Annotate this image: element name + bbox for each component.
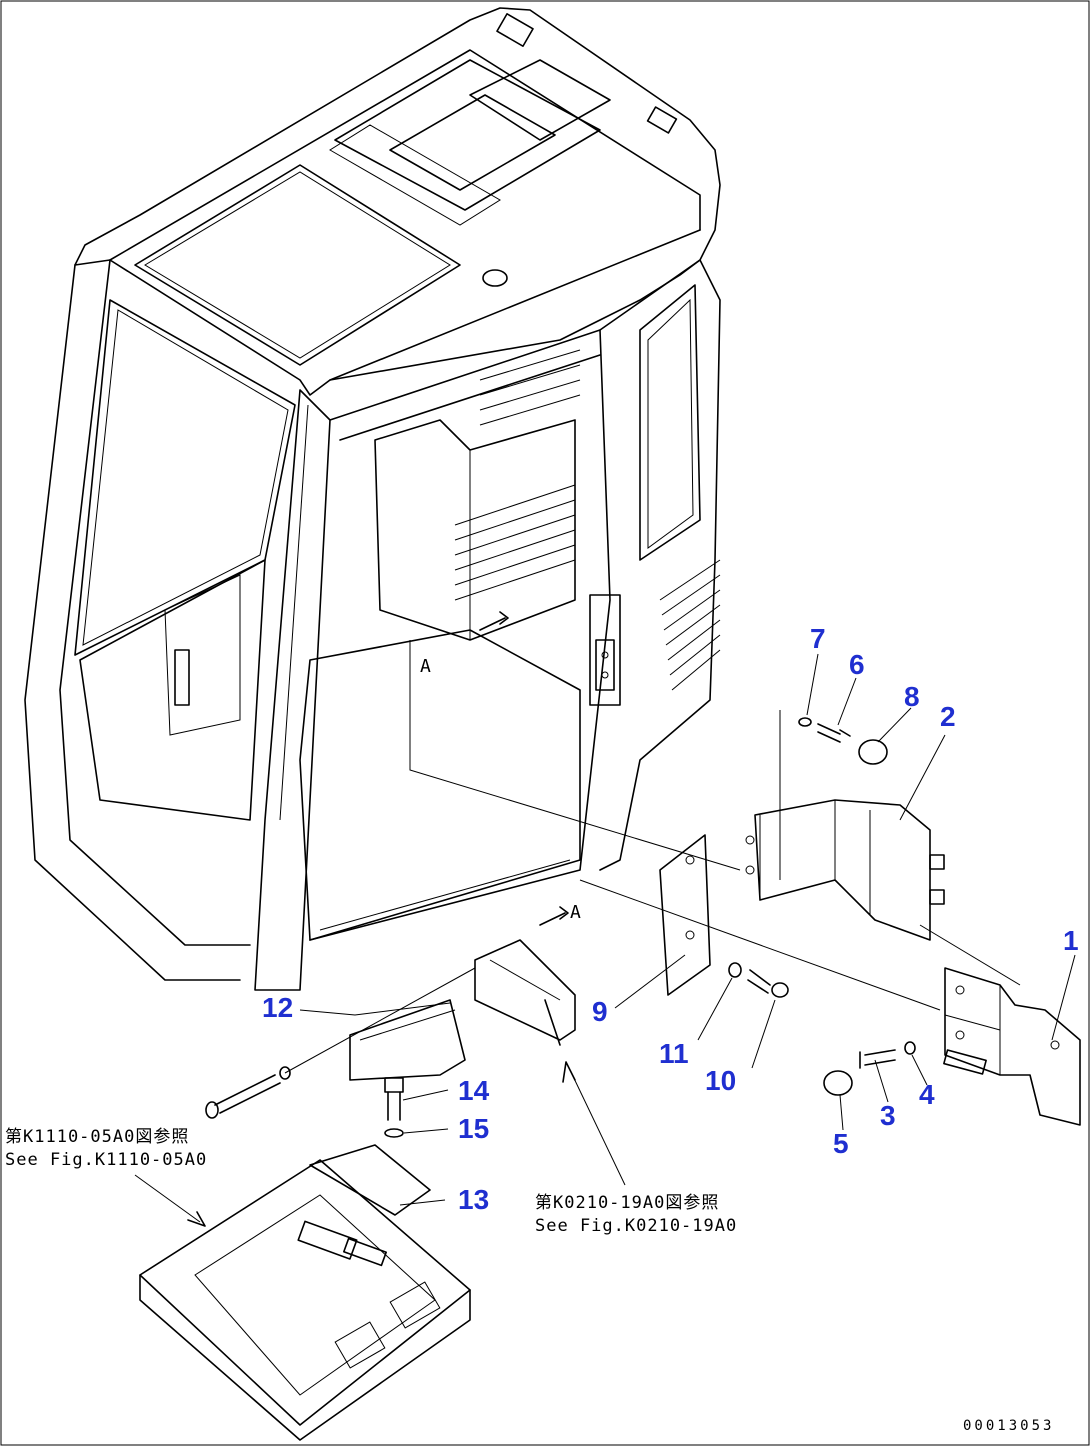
- part-2-bracket: [745, 799, 945, 941]
- drawing-number: 00013053: [963, 1418, 1055, 1434]
- rear-louvers: [454, 349, 581, 601]
- callout-8: 8: [904, 681, 920, 712]
- callout-6: 6: [849, 649, 865, 680]
- callout-3: 3: [880, 1100, 896, 1131]
- callout-14: 14: [458, 1075, 490, 1106]
- leader-lines: [134, 611, 1076, 1227]
- callout-5: 5: [833, 1128, 849, 1159]
- callout-11: 11: [659, 1038, 689, 1069]
- operator-cab: [24, 7, 721, 991]
- callout-9: 9: [592, 996, 608, 1027]
- callout-12: 12: [262, 992, 294, 1023]
- reference-k0210-en: See Fig.K0210-19A0: [535, 1216, 738, 1236]
- reference-k1110-jp: 第K1110-05A0図参照: [5, 1127, 190, 1147]
- fasteners: [205, 717, 916, 1138]
- reference-k0210-jp: 第K0210-19A0図参照: [535, 1193, 720, 1213]
- part-13-floor-frame: [139, 1144, 471, 1441]
- callout-7: 7: [810, 623, 826, 654]
- view-mark-a-lower: A: [570, 902, 582, 923]
- callout-15: 15: [458, 1113, 490, 1144]
- part-1-cover: [943, 967, 1081, 1126]
- reference-k1110-en: See Fig.K1110-05A0: [5, 1150, 208, 1170]
- part-12-cover: [349, 939, 576, 1081]
- view-mark-a-upper: A: [420, 656, 432, 677]
- callout-1: 1: [1063, 925, 1079, 956]
- callout-13: 13: [458, 1184, 490, 1215]
- callout-4: 4: [919, 1079, 935, 1110]
- part-9-plate: [659, 834, 711, 996]
- callout-2: 2: [940, 701, 956, 732]
- side-grille: [659, 559, 721, 691]
- callout-10: 10: [705, 1065, 737, 1096]
